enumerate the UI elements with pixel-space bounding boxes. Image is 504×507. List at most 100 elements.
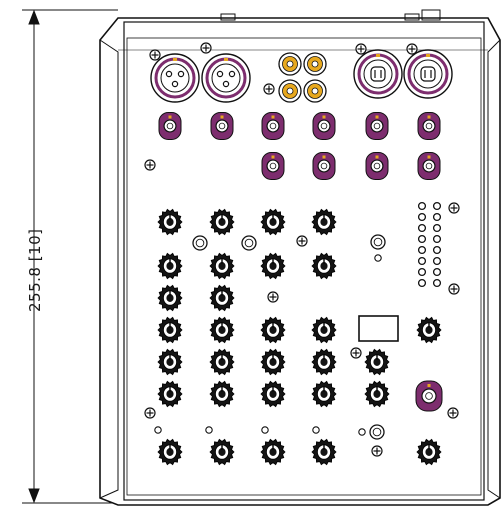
rotary-knob[interactable] [311,208,337,236]
indicator-led [374,254,382,262]
rotary-knob[interactable] [260,252,286,280]
rear-port-right [404,13,420,21]
screw [371,445,383,457]
rotary-knob[interactable] [157,380,183,408]
buttons-and-leds [154,234,386,440]
meter-led [432,223,442,233]
rotary-knob[interactable] [260,348,286,376]
xlr-input-1 [150,53,200,103]
xlr-output-right [403,49,453,99]
height-dimension-label: 255.8 [10] [26,228,44,312]
push-button[interactable] [370,234,386,250]
height-dimension [22,9,118,504]
screw [447,407,459,419]
combo-jack-top [417,112,441,140]
screw [267,291,279,303]
rotary-knob[interactable] [209,284,235,312]
meter-led [432,256,442,266]
combo-jack-second [312,152,336,180]
combo-jacks [158,112,443,412]
combo-jack-top [312,112,336,140]
combo-jack-second [261,152,285,180]
rotary-knob[interactable] [209,316,235,344]
screw [296,235,308,247]
rotary-knob[interactable] [157,438,183,466]
rotary-knob[interactable] [157,284,183,312]
push-button[interactable] [241,235,257,251]
rotary-knob[interactable] [416,316,442,344]
rotary-knob[interactable] [157,348,183,376]
meter-led [417,234,427,244]
screw [448,202,460,214]
rotary-knob[interactable] [157,252,183,280]
rca-jack [278,52,302,76]
mixer-chassis [99,9,501,506]
meter-led [417,201,427,211]
power-switch-tab [421,9,441,21]
rca-jack [303,79,327,103]
panel-screws [144,42,460,457]
meter-led [417,212,427,222]
meter-led [432,234,442,244]
screw [406,43,418,55]
meter-led [417,223,427,233]
combo-jack-top [365,112,389,140]
combo-jack-top [261,112,285,140]
level-meter [417,201,442,288]
rotary-knob[interactable] [260,316,286,344]
screw [355,43,367,55]
meter-led [417,267,427,277]
indicator-led [261,426,269,434]
meter-led [432,278,442,288]
rotary-knob[interactable] [260,208,286,236]
screw [263,83,275,95]
screw [448,283,460,295]
rotary-knob[interactable] [311,252,337,280]
rotary-knob[interactable] [311,348,337,376]
rotary-knob[interactable] [364,380,390,408]
rotary-knob[interactable] [157,208,183,236]
rca-jacks [278,52,327,103]
rca-jack [278,79,302,103]
meter-led [417,256,427,266]
rotary-knobs [157,208,442,466]
rotary-knob[interactable] [260,438,286,466]
meter-led [417,278,427,288]
rotary-knob[interactable] [157,316,183,344]
screw [350,347,362,359]
screw [200,42,212,54]
dimension-arrow-bottom [28,488,40,504]
rotary-knob[interactable] [209,252,235,280]
rotary-knob[interactable] [416,438,442,466]
meter-led [432,201,442,211]
screw [144,159,156,171]
rotary-knob[interactable] [311,380,337,408]
indicator-led [205,426,213,434]
xlr-connectors [150,49,453,103]
combo-jack-second [417,152,441,180]
meter-led [432,267,442,277]
rotary-knob[interactable] [311,316,337,344]
rear-port-left [220,13,236,21]
combo-jack-top [158,112,182,140]
meter-led [432,212,442,222]
push-button[interactable] [192,235,208,251]
display-window [358,315,399,342]
rotary-knob[interactable] [209,438,235,466]
indicator-led [358,428,366,436]
rotary-knob[interactable] [364,348,390,376]
rotary-knob[interactable] [260,380,286,408]
screw [144,407,156,419]
indicator-led [312,426,320,434]
screw [149,49,161,61]
dimension-arrow-top [28,9,40,25]
push-button[interactable] [369,424,385,440]
rotary-knob[interactable] [209,208,235,236]
rotary-knob[interactable] [209,380,235,408]
rotary-knob[interactable] [209,348,235,376]
indicator-led [154,426,162,434]
meter-led [417,245,427,255]
rotary-knob[interactable] [311,438,337,466]
xlr-output-left [353,49,403,99]
